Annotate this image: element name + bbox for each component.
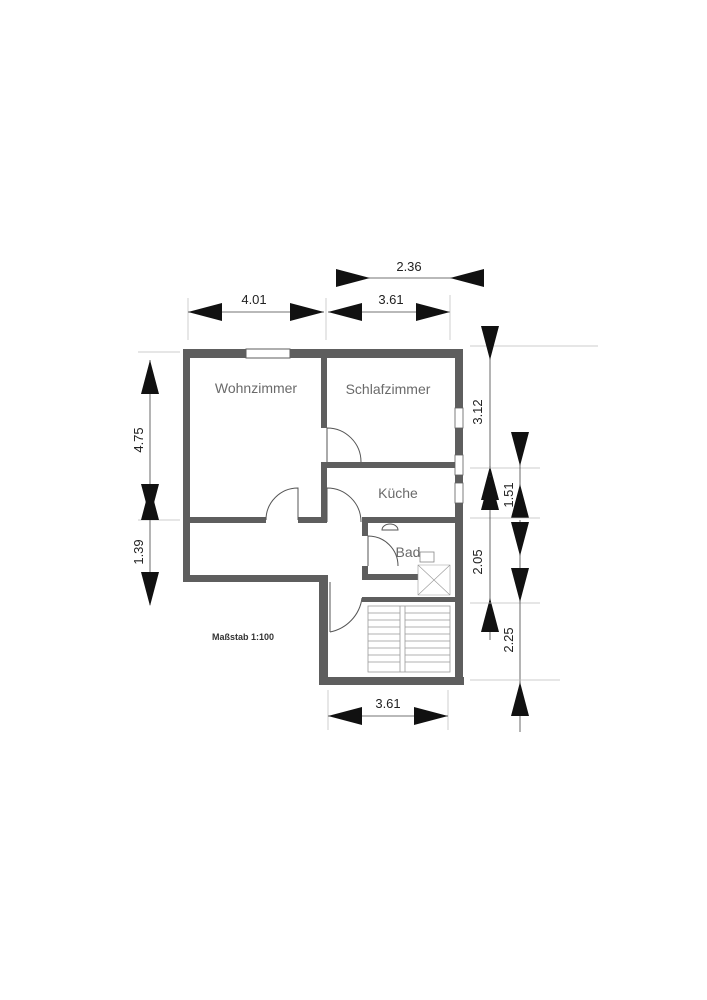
scale-label: Maßstab 1:100 bbox=[212, 632, 274, 642]
dim-right-kueche-height: 1.51 bbox=[501, 482, 516, 507]
room-label-bad: Bad bbox=[396, 544, 421, 560]
dim-right-stair-height: 2.25 bbox=[501, 627, 516, 652]
dim-top-right-width: 2.36 bbox=[396, 259, 421, 274]
room-label-wohnzimmer: Wohnzimmer bbox=[215, 380, 298, 396]
room-label-schlafzimmer: Schlafzimmer bbox=[346, 381, 431, 397]
dim-top-left-width: 4.01 bbox=[241, 292, 266, 307]
dim-bottom-width: 3.61 bbox=[375, 696, 400, 711]
staircase bbox=[367, 605, 451, 673]
doors bbox=[265, 427, 451, 633]
dim-left-lower-height: 1.39 bbox=[131, 539, 146, 564]
dim-top-middle-width: 3.61 bbox=[378, 292, 403, 307]
dim-right-bad-height: 2.05 bbox=[470, 549, 485, 574]
walls bbox=[183, 348, 464, 685]
dimensions: 2.36 4.01 3.61 4.75 1.39 3.12 bbox=[131, 259, 598, 732]
dim-right-schlafzimmer-height: 3.12 bbox=[470, 399, 485, 424]
room-label-kueche: Küche bbox=[378, 485, 418, 501]
dim-left-upper-height: 4.75 bbox=[131, 427, 146, 452]
